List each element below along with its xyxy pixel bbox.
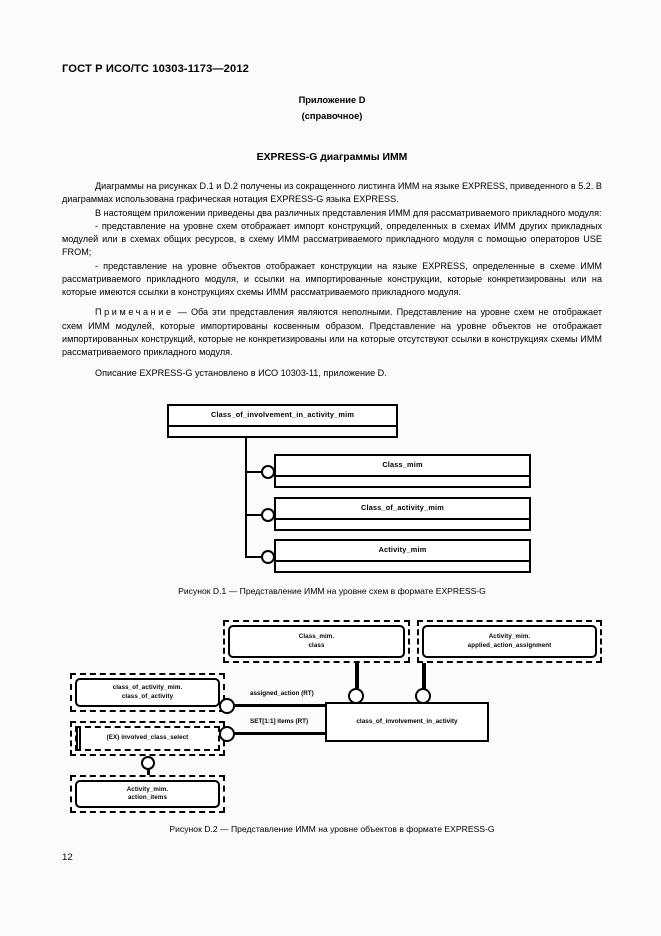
label-line-2: class xyxy=(308,641,325,649)
connector-branch-2 xyxy=(245,514,265,516)
label-line-2: action_items xyxy=(127,794,167,801)
annex-subtitle: (справочное) xyxy=(301,111,363,121)
annex-title: Приложение D xyxy=(298,95,366,105)
figure-d2: Class_mim. class Activity_mim. applied_a… xyxy=(70,620,602,813)
label-line-1: Activity_mim. xyxy=(488,633,531,641)
entity-box-involved-class-select: (EX) involved_class_select xyxy=(70,721,225,756)
entity-box-class-mim: Class_mim. class xyxy=(223,620,410,663)
schema-box-2: Class_of_activity_mim xyxy=(274,497,531,531)
connector-vertical-class-mim xyxy=(355,663,359,691)
entity-box-central-label: class_of_involvement_in_activity xyxy=(356,717,458,725)
note-label: Примечание xyxy=(95,307,174,318)
label-line-1: Activity_mim. xyxy=(126,785,169,793)
schema-box-root-label: Class_of_involvement_in_activity_mim xyxy=(210,410,355,419)
select-type-marker xyxy=(76,726,81,751)
schema-box-1-label: Class_mim xyxy=(382,460,423,469)
entity-box-inner: Activity_mim. action_items xyxy=(75,780,220,808)
schema-box-1: Class_mim xyxy=(274,454,531,488)
label-line-2: class_of_activity xyxy=(121,692,174,700)
relation-label-items: SET[1:1] items (RT) xyxy=(250,718,309,725)
connector-circle-2 xyxy=(261,508,275,522)
entity-box-class-of-activity-mim: class_of_activity_mim. class_of_activity xyxy=(70,673,225,712)
paragraph-1: Диаграммы на рисунках D.1 и D.2 получены… xyxy=(62,181,602,205)
entity-box-inner: class_of_activity_mim. class_of_activity xyxy=(75,678,220,707)
connector-circle-action-items xyxy=(141,756,155,770)
entity-box-inner: Class_mim. class xyxy=(228,625,405,658)
entity-box-inner: Activity_mim. applied_action_assignment xyxy=(422,625,597,658)
schema-box-root: Class_of_involvement_in_activity_mim xyxy=(167,404,398,438)
entity-box-involved-class-select-label: (EX) involved_class_select xyxy=(106,734,189,742)
connector-line-items xyxy=(233,732,327,735)
paragraph-2: В настоящем приложении приведены два раз… xyxy=(95,207,602,218)
connector-trunk xyxy=(245,438,247,557)
entity-box-activity-mim-assignment: Activity_mim. applied_action_assignment xyxy=(417,620,602,663)
connector-vertical-activity-mim xyxy=(422,663,426,691)
connector-branch-1 xyxy=(245,471,265,473)
paragraph-5: Описание EXPRESS-G установлено в ИСО 103… xyxy=(95,368,387,379)
figure-d2-caption: Рисунок D.2 — Представление ИММ на уровн… xyxy=(169,824,495,834)
annex-heading: Приложение D (справочное) xyxy=(62,92,602,124)
entity-box-class-of-activity-mim-label: class_of_activity_mim. class_of_activity xyxy=(113,684,183,700)
schema-box-3-label: Activity_mim xyxy=(378,545,427,554)
entity-box-activity-mim-action-items: Activity_mim. action_items xyxy=(70,775,225,813)
paragraph-4: - представление на уровне объектов отобр… xyxy=(62,260,602,298)
connector-line-assigned-action xyxy=(233,704,327,707)
box-divider xyxy=(276,475,529,477)
figure-d1-caption: Рисунок D.1 — Представление ИММ на уровн… xyxy=(178,586,486,596)
document-header: ГОСТ Р ИСО/ТС 10303-1173—2012 xyxy=(62,63,249,75)
schema-box-3: Activity_mim xyxy=(274,539,531,573)
connector-branch-3 xyxy=(245,556,265,558)
entity-box-activity-mim-action-items-label: Activity_mim. action_items xyxy=(127,786,169,802)
entity-box-class-mim-label: Class_mim. class xyxy=(299,633,334,649)
entity-box-central: class_of_involvement_in_activity xyxy=(325,702,489,742)
label-line-1: class_of_activity_mim. xyxy=(112,684,183,692)
box-divider xyxy=(169,425,396,427)
note-text: — Оба эти представления являются неполны… xyxy=(62,307,602,357)
entity-box-activity-mim-assignment-label: Activity_mim. applied_action_assignment xyxy=(468,633,552,649)
page-number: 12 xyxy=(62,852,73,863)
relation-label-assigned-action: assigned_action (RT) xyxy=(250,690,314,697)
figure-d1: Class_of_involvement_in_activity_mim Cla… xyxy=(167,404,531,573)
body-text: Диаграммы на рисунках D.1 и D.2 получены… xyxy=(62,180,602,381)
entity-box-inner: (EX) involved_class_select xyxy=(75,726,220,751)
section-title: EXPRESS-G диаграммы ИММ xyxy=(256,152,408,163)
box-divider xyxy=(276,560,529,562)
paragraph-3: - представление на уровне схем отображае… xyxy=(62,220,602,258)
note-paragraph: Примечание — Оба эти представления являю… xyxy=(62,306,602,359)
page-content: ГОСТ Р ИСО/ТС 10303-1173—2012 Приложение… xyxy=(62,0,602,936)
label-line-1: Class_mim. xyxy=(298,633,335,641)
box-divider xyxy=(276,518,529,520)
schema-box-2-label: Class_of_activity_mim xyxy=(361,503,444,512)
connector-circle-3 xyxy=(261,550,275,564)
label-line-2: applied_action_assignment xyxy=(467,641,552,649)
connector-circle-1 xyxy=(261,465,275,479)
